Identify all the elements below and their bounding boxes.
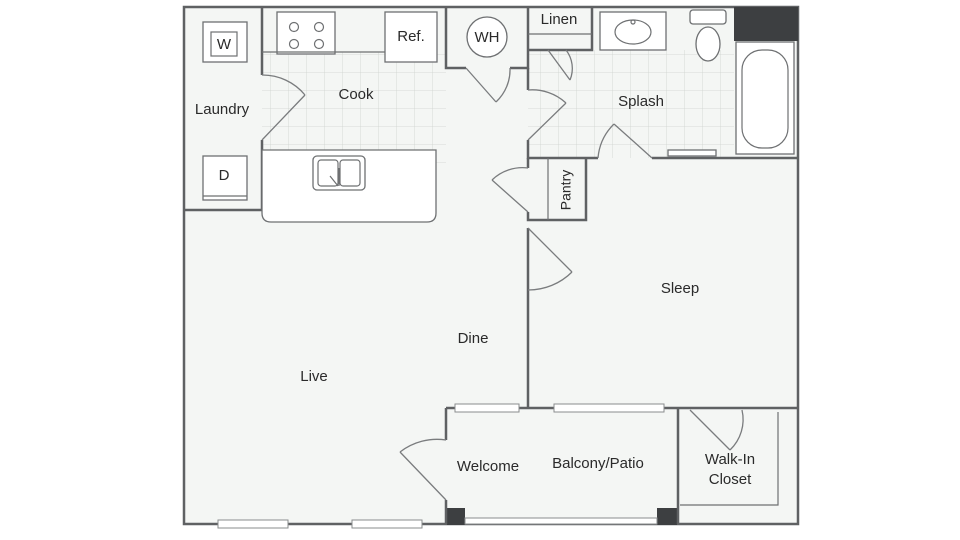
bathtub	[735, 41, 795, 155]
room-labels: W D Laundry Cook Ref. WH Linen Splash Pa…	[195, 11, 755, 488]
door-laundry	[261, 74, 306, 141]
dine-label: Dine	[458, 330, 489, 347]
door-water-heater	[465, 67, 511, 103]
pantry-label: Pantry	[558, 170, 574, 210]
sleep-label: Sleep	[661, 280, 699, 297]
live-label: Live	[300, 368, 328, 385]
doors	[261, 49, 744, 501]
water-heater-label: WH	[475, 29, 500, 46]
stove	[276, 11, 336, 55]
dryer-label: D	[219, 167, 230, 184]
toilet-tank	[689, 9, 727, 25]
linen-label: Linen	[541, 11, 578, 28]
laundry-label: Laundry	[195, 101, 250, 118]
refrigerator-label: Ref.	[397, 28, 425, 45]
window-live-1	[217, 519, 289, 529]
door-entry	[399, 438, 447, 501]
door-linen	[547, 49, 573, 81]
welcome-label: Welcome	[457, 458, 519, 475]
bath-corner-column	[734, 7, 798, 41]
window-balcony-2	[553, 403, 665, 413]
closet-label-line1: Walk-In	[705, 451, 755, 468]
patio-column-left	[447, 508, 465, 525]
cook-label: Cook	[338, 86, 374, 103]
balcony-label: Balcony/Patio	[552, 455, 644, 472]
refrigerator	[384, 11, 438, 63]
door-sleep	[527, 227, 573, 291]
kitchen-fixtures	[261, 11, 438, 223]
door-pantry	[491, 167, 529, 213]
window-patio-rail	[464, 517, 658, 525]
bath-fixtures	[599, 9, 795, 157]
windows	[217, 403, 665, 529]
window-live-2	[351, 519, 423, 529]
patio-column-right	[657, 508, 677, 525]
washer-label: W	[217, 36, 232, 53]
window-balcony-1	[454, 403, 520, 413]
towel-bar	[667, 149, 717, 157]
closet-label-line2: Closet	[709, 471, 752, 488]
door-bath	[527, 89, 567, 141]
water-heater	[466, 16, 508, 58]
door-bath-tub-side	[597, 123, 653, 159]
exterior-walls	[182, 5, 800, 526]
door-closet	[689, 409, 744, 451]
washer	[202, 21, 248, 63]
toilet-bowl	[695, 26, 721, 62]
laundry-appliances	[202, 21, 248, 201]
splash-label: Splash	[618, 93, 664, 110]
dryer	[202, 155, 248, 201]
